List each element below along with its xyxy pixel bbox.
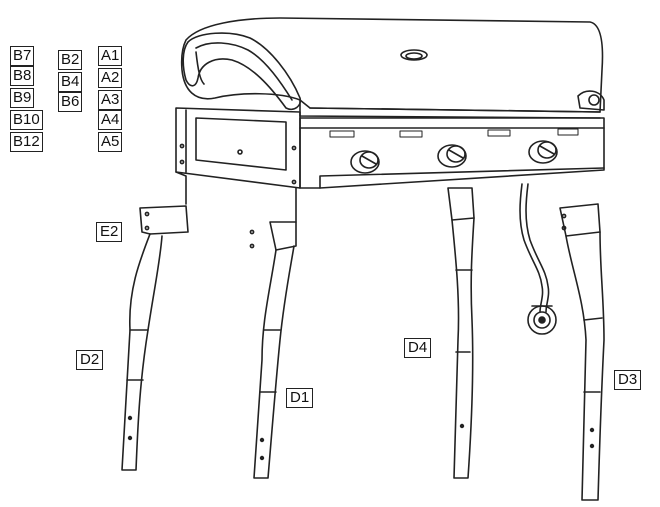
callout-d2: D2 <box>76 350 104 370</box>
leg-d1 <box>249 221 297 479</box>
part-b6: B6 <box>58 92 83 112</box>
part-a5: A5 <box>98 132 123 152</box>
part-b4: B4 <box>58 72 83 92</box>
part-b8: B8 <box>10 66 35 86</box>
part-b2: B2 <box>58 50 83 70</box>
leg-d3 <box>559 203 605 501</box>
part-a2: A2 <box>98 68 123 88</box>
gas-hose-regulator <box>519 183 557 335</box>
burner-knob-3 <box>528 140 558 164</box>
leg-d4 <box>447 187 475 479</box>
callout-d3: D3 <box>614 370 642 390</box>
burner-knob-2 <box>437 144 467 168</box>
part-b9: B9 <box>10 88 35 108</box>
part-a1: A1 <box>98 46 123 66</box>
part-a3: A3 <box>98 90 123 110</box>
burner-knob-1 <box>350 150 380 174</box>
part-b12: B12 <box>10 132 43 152</box>
callout-e2: E2 <box>96 222 123 242</box>
leg-d2 <box>121 205 189 471</box>
thermometer-icon <box>400 49 428 61</box>
control-panel <box>299 117 605 189</box>
parts-list: B7 B8 B9 B10 B12 B2 B4 B6 A1 A2 A3 A4 A5 <box>10 46 140 156</box>
part-a4: A4 <box>98 110 123 130</box>
side-panel-handle-slot <box>195 117 287 171</box>
lid-handle <box>182 32 302 111</box>
callout-d1: D1 <box>286 388 314 408</box>
callout-d4: D4 <box>404 338 432 358</box>
part-b10: B10 <box>10 110 43 130</box>
part-b7: B7 <box>10 46 35 66</box>
